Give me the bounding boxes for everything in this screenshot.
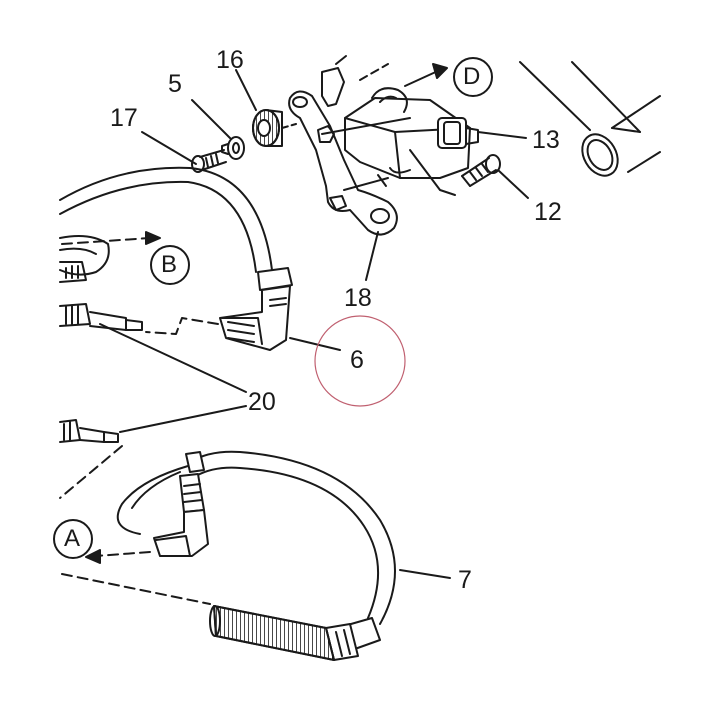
leader-20-lower [119, 405, 247, 433]
leader-5 [191, 99, 231, 139]
leader-20-upper [99, 323, 247, 393]
spark-plug-lower [59, 419, 119, 443]
marker-b-circle [150, 245, 190, 285]
gear-part [252, 109, 297, 147]
arrow-head-b [145, 231, 161, 245]
callout-12: 12 [534, 198, 562, 226]
clip-line [335, 55, 347, 65]
marker-a-circle [53, 519, 93, 559]
callout-6: 6 [350, 346, 364, 374]
frame-tube [519, 61, 661, 177]
spark-plug-upper [59, 303, 143, 331]
washer-part [221, 136, 245, 160]
callout-16: 16 [216, 46, 244, 74]
marker-d-circle [453, 57, 493, 97]
leader-13 [477, 131, 527, 139]
marker-d: D [463, 63, 481, 90]
dash-line-a [95, 551, 151, 557]
dash-line-6 [145, 317, 219, 335]
arrow-to-d [404, 69, 441, 87]
dash-line-lower [59, 445, 123, 499]
dash-line-b [61, 237, 151, 245]
dash-line-top [359, 63, 389, 81]
sensor-unit [344, 87, 479, 196]
callout-17: 17 [110, 104, 138, 132]
dash-line-bottom [61, 573, 211, 605]
left-wires [59, 235, 110, 283]
leader-16 [235, 69, 257, 111]
cable-6 [59, 166, 293, 351]
leader-18 [365, 231, 379, 281]
cable-7 [116, 450, 396, 661]
marker-b: B [161, 251, 178, 278]
callout-5: 5 [168, 70, 182, 98]
leader-12 [497, 169, 529, 199]
callout-7: 7 [458, 566, 472, 594]
marker-a: A [64, 525, 81, 552]
bracket [288, 90, 411, 236]
arrow-head-d [432, 63, 448, 79]
callout-18: 18 [344, 284, 372, 312]
screw-12 [461, 154, 501, 187]
callout-13: 13 [532, 126, 560, 154]
clip-part [321, 67, 345, 107]
leader-6 [289, 337, 341, 351]
callout-20: 20 [248, 388, 276, 416]
leader-17 [141, 131, 197, 165]
arrow-head-a [85, 549, 101, 564]
highlight-circle [314, 315, 406, 407]
leader-7 [399, 569, 451, 579]
